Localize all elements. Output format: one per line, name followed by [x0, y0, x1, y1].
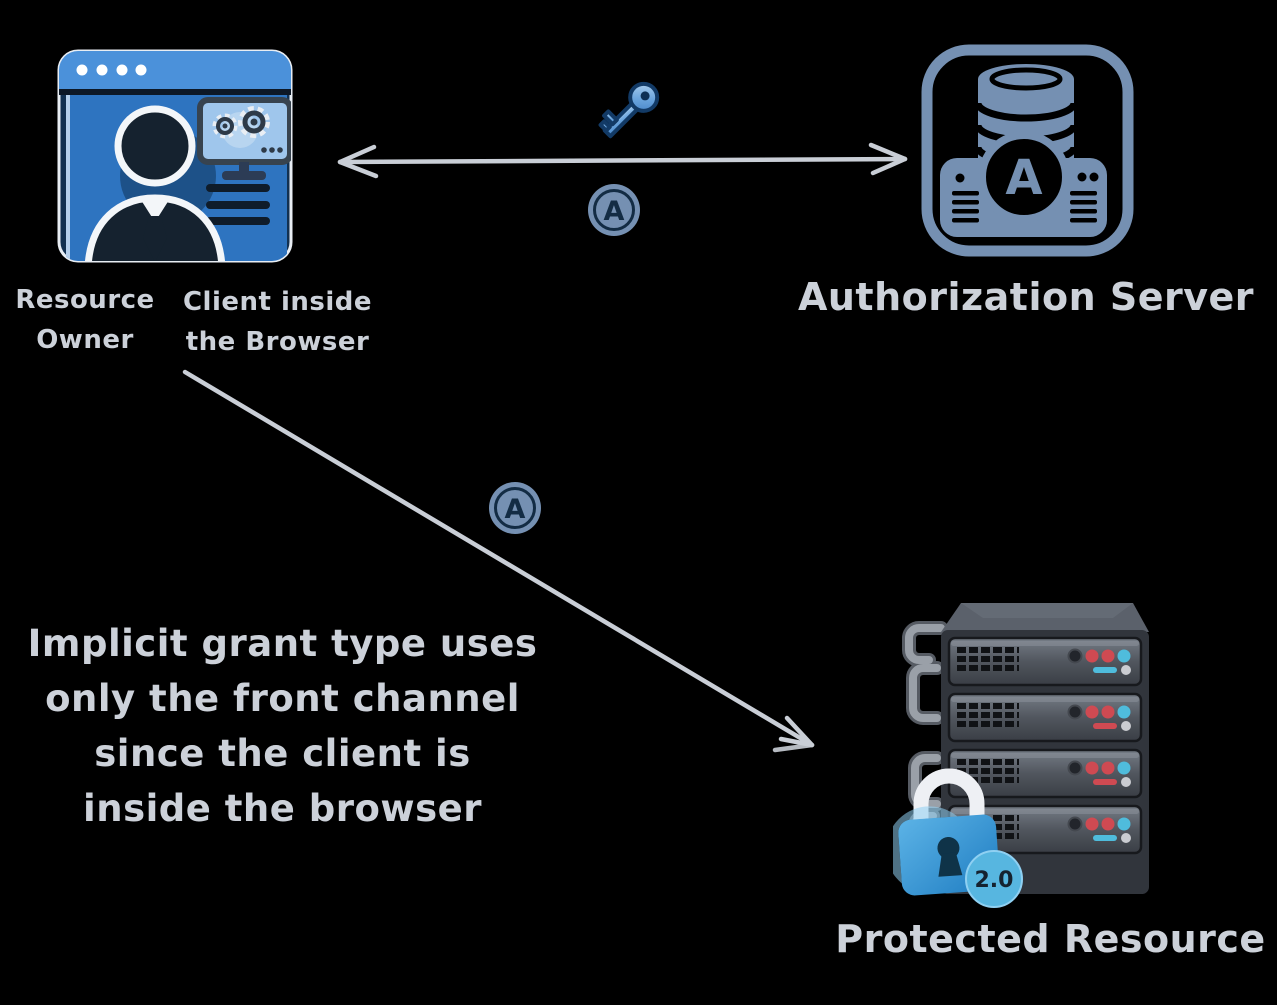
titlebar-dot [135, 64, 147, 76]
resource-owner-label: Resource Owner [15, 285, 155, 355]
titlebar-dot [76, 64, 88, 76]
user-silhouette-icon [84, 105, 226, 261]
arrowhead-left [337, 144, 379, 179]
padlock-icon: 2.0 [893, 768, 1023, 908]
flow-step-letter: A [604, 196, 625, 227]
titlebar-dot [96, 64, 108, 76]
flow-step-letter: A [505, 494, 526, 525]
client-monitor-icon [197, 97, 291, 180]
front-channel-arrow [337, 142, 908, 179]
oauth-badge-text: 2.0 [975, 868, 1014, 893]
titlebar-dot [116, 64, 128, 76]
authorization-server-icon: A [921, 44, 1134, 257]
server-rack-icon: 2.0 [893, 603, 1149, 908]
browser-client-icon [57, 49, 293, 263]
token-delivery-arrow [182, 369, 815, 753]
oauth-badge [965, 850, 1023, 908]
circled-a-badge: A [588, 184, 640, 236]
arrowhead-right [868, 142, 908, 176]
note-text: Implicit grant type uses only the front … [27, 622, 538, 830]
browser-titlebar [59, 51, 291, 89]
gear-icon [212, 113, 238, 139]
server-monogram: A [1005, 150, 1042, 206]
key-icon [598, 81, 660, 139]
authorization-server-label: Authorization Server [797, 275, 1255, 319]
protected-resource-label: Protected Resource [835, 917, 1266, 961]
gear-icon [238, 106, 270, 138]
circled-a-badge: A [489, 482, 541, 534]
client-browser-label: Client inside the Browser [182, 287, 373, 357]
monogram-ring [978, 131, 1070, 223]
icon-border [921, 44, 1134, 257]
